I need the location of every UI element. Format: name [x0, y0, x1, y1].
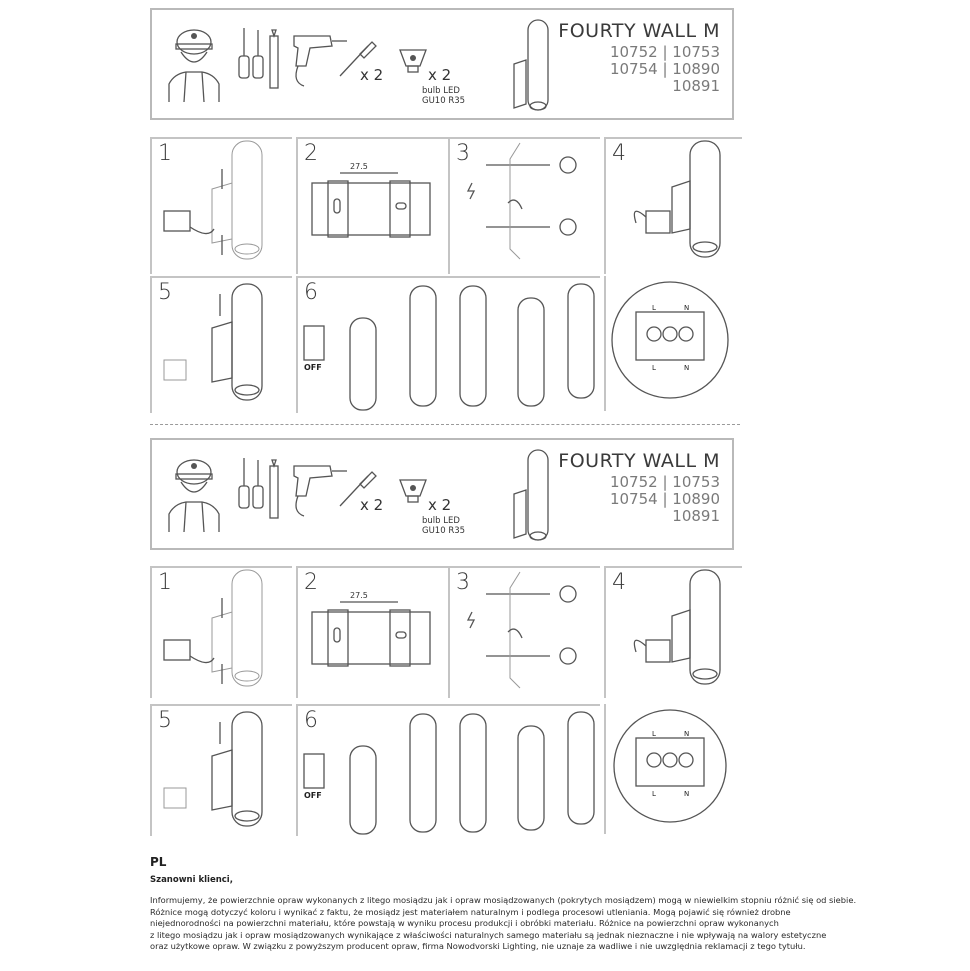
bulb-line2: GU10 R35 [422, 526, 466, 536]
notice-paragraph: Informujemy, że powierzchnie opraw wykon… [150, 895, 910, 953]
step-panel-4: 4 [604, 137, 742, 274]
terminal-top-l: L [652, 304, 656, 312]
paragraph-line: oraz użytkowe opraw. W związku z powyższ… [150, 941, 806, 952]
bulb-icon [399, 49, 427, 73]
code-line: 10754 | 10890 [609, 60, 720, 78]
step-5-illustration [163, 711, 263, 827]
step-1-illustration [163, 140, 263, 260]
bulb-qty: x 2 [428, 496, 452, 514]
screws-qty: x 2 [360, 496, 384, 514]
step-panel-5: 5 [150, 276, 292, 413]
step-number: 3 [456, 141, 470, 166]
step-panel-5: 5 [150, 704, 292, 836]
terminal-block-illustration: L N L N [611, 281, 729, 399]
header-box-1: x 2 x 2 bulb LED GU10 R35 FOURTY WALL M … [150, 8, 734, 120]
greeting: Szanowni klienci, [150, 875, 233, 885]
terminal-bottom-l: L [652, 790, 656, 798]
step-1-illustration [163, 569, 263, 687]
step-panel-2: 2 27.5 [296, 137, 448, 274]
step-2-illustration: 27.5 [311, 162, 431, 238]
step-panel-2: 2 27.5 [296, 566, 448, 698]
terminal-bottom-n: N [684, 790, 689, 798]
step-3-illustration [466, 142, 577, 260]
step-5-illustration [163, 283, 263, 401]
step-6-illustration: OFF [303, 283, 595, 411]
step-3-illustration [466, 571, 577, 689]
drill-icon [293, 35, 347, 87]
screw-anchor-icon [339, 471, 377, 507]
paragraph-line: z litego mosiądzu jak i opraw mosiądzowa… [150, 929, 827, 940]
step-4-illustration [633, 569, 721, 685]
terminal-bottom-n: N [684, 364, 689, 372]
language-code: PL [150, 855, 167, 869]
lamp-preview-icon [513, 449, 549, 541]
wiring-detail-panel: L N L N [604, 704, 742, 834]
dimension-label: 27.5 [350, 162, 368, 171]
dimension-label: 27.5 [350, 591, 368, 600]
paragraph-line: Informujemy, że powierzchnie opraw wykon… [150, 895, 857, 905]
step-number: 5 [158, 280, 172, 305]
terminal-bottom-l: L [652, 364, 656, 372]
step-panel-6: 6 OFF [296, 704, 600, 836]
bulb-qty: x 2 [428, 66, 452, 84]
product-title: FOURTY WALL M [558, 450, 720, 472]
wiring-detail-panel: L N L N [604, 276, 742, 411]
step-number: 5 [158, 708, 172, 733]
code-line: 10891 [672, 507, 720, 525]
off-label: OFF [304, 363, 322, 372]
screwdrivers-icon [238, 28, 279, 89]
step-4-illustration [633, 140, 721, 258]
step-number: 2 [304, 141, 318, 166]
terminal-top-n: N [684, 730, 689, 738]
step-panel-1: 1 [150, 137, 292, 274]
installer-icon [168, 29, 220, 103]
step-6-illustration: OFF [303, 711, 595, 835]
step-panel-3: 3 [448, 566, 600, 698]
step-panel-6: 6 OFF [296, 276, 600, 413]
terminal-top-l: L [652, 730, 656, 738]
header-box-2: x 2 x 2 bulb LED GU10 R35 FOURTY WALL M … [150, 438, 734, 550]
code-line: 10752 | 10753 [609, 473, 720, 491]
screws-qty: x 2 [360, 66, 384, 84]
bulb-spec: bulb LED GU10 R35 [422, 86, 465, 106]
step-number: 2 [304, 570, 318, 595]
product-title: FOURTY WALL M [558, 20, 720, 42]
step-number: 3 [456, 570, 470, 595]
step-2-illustration: 27.5 [311, 591, 431, 667]
step-number: 6 [304, 280, 318, 305]
drill-icon [293, 465, 347, 517]
bulb-line2: GU10 R35 [422, 96, 466, 106]
code-line: 10891 [672, 77, 720, 95]
bulb-line1: bulb LED [422, 86, 460, 96]
installer-icon [168, 459, 220, 533]
cut-line [150, 424, 740, 425]
paragraph-line: Różnice mogą dotyczyć koloru i wynikać z… [150, 906, 791, 917]
terminal-block-illustration: L N L N [613, 709, 727, 823]
paragraph-line: niejednorodności na powierzchni materiał… [150, 918, 779, 929]
code-line: 10754 | 10890 [609, 490, 720, 508]
product-codes: 10752 | 10753 10754 | 10890 10891 [610, 474, 720, 525]
step-panel-1: 1 [150, 566, 292, 698]
step-number: 1 [158, 141, 172, 166]
product-codes: 10752 | 10753 10754 | 10890 10891 [610, 44, 720, 95]
step-number: 4 [612, 141, 626, 166]
step-number: 1 [158, 570, 172, 595]
screw-anchor-icon [339, 41, 377, 77]
notice-text-block: PL Szanowni klienci, Informujemy, że pow… [150, 855, 910, 953]
step-number: 6 [304, 708, 318, 733]
step-panel-3: 3 [448, 137, 600, 274]
screwdrivers-icon [238, 458, 279, 519]
bulb-icon [399, 479, 427, 503]
code-line: 10752 | 10753 [609, 43, 720, 61]
terminal-top-n: N [684, 304, 689, 312]
bulb-line1: bulb LED [422, 516, 460, 526]
lamp-preview-icon [513, 19, 549, 111]
off-label: OFF [304, 791, 322, 800]
bulb-spec: bulb LED GU10 R35 [422, 516, 465, 536]
step-number: 4 [612, 570, 626, 595]
step-panel-4: 4 [604, 566, 742, 698]
